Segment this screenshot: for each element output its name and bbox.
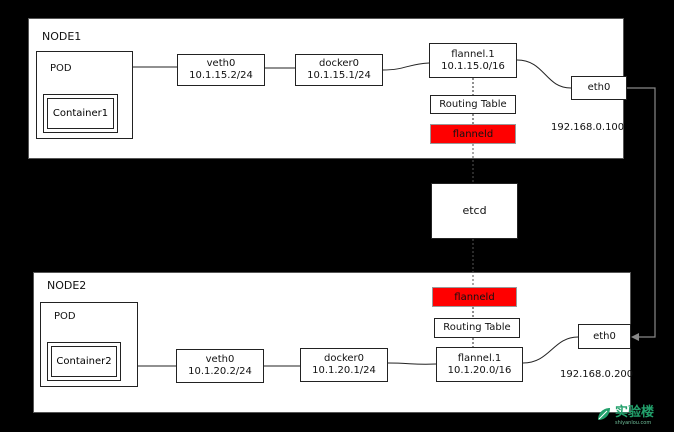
node2-docker0-name: docker0	[323, 353, 365, 364]
watermark-logo: 实验楼 shiyanlou.com	[596, 401, 654, 426]
node2-container: Container2	[51, 346, 117, 377]
node1-container: Container1	[47, 98, 114, 129]
eth-to-eth-link	[627, 87, 656, 338]
watermark-subtext: shiyanlou.com	[614, 420, 652, 426]
node1-docker0-ip: 10.1.15.1/24	[307, 70, 371, 81]
node1-veth0-ip: 10.1.15.2/24	[189, 70, 253, 81]
node1-title: NODE1	[42, 30, 82, 43]
node1-routing-table: Routing Table	[430, 95, 516, 114]
leaf-icon	[597, 407, 610, 420]
flannel2-eth-link	[522, 336, 579, 364]
etcd-box: etcd	[431, 183, 518, 239]
node2-flannel-ip: 10.1.20.0/16	[447, 364, 512, 376]
eth-link-arrowhead	[631, 333, 639, 341]
node2-routing-table: Routing Table	[434, 318, 520, 338]
node1-veth0-name: veth0	[206, 58, 236, 69]
node1-veth0: veth0 10.1.15.2/24	[177, 54, 265, 86]
node2-veth0: veth0 10.1.20.2/24	[176, 349, 264, 383]
node2-pod-label: POD	[54, 311, 76, 322]
node2-veth0-ip: 10.1.20.2/24	[188, 366, 252, 377]
node1-docker0: docker0 10.1.15.1/24	[295, 54, 383, 86]
node2-docker0: docker0 10.1.20.1/24	[300, 348, 388, 382]
node1-docker0-name: docker0	[318, 58, 360, 69]
node1-pod-label: POD	[50, 63, 72, 74]
node1-flannel: flannel.1 10.1.15.0/16	[429, 43, 517, 78]
node1-flannel-ip: 10.1.15.0/16	[441, 60, 505, 72]
docker1-flannel-link	[382, 62, 430, 71]
node2-eth0: eth0	[578, 324, 631, 349]
node2-docker0-ip: 10.1.20.1/24	[312, 365, 376, 376]
node2-veth0-name: veth0	[205, 354, 235, 365]
node2-flanneld: flanneld	[432, 287, 517, 307]
node1-flannel-name: flannel.1	[451, 48, 495, 60]
node1-flanneld: flanneld	[430, 124, 516, 144]
node2-title: NODE2	[47, 279, 87, 292]
docker2-flannel-link	[387, 362, 437, 365]
flannel1-eth-link	[516, 59, 572, 89]
node1-host-ip: 192.168.0.100	[551, 122, 625, 133]
node1-eth0: eth0	[571, 76, 627, 100]
node2-flannel-name: flannel.1	[457, 352, 502, 364]
node2-host-ip: 192.168.0.200	[560, 369, 634, 380]
watermark-text: 实验楼	[614, 405, 654, 420]
node2-flannel: flannel.1 10.1.20.0/16	[436, 347, 523, 382]
